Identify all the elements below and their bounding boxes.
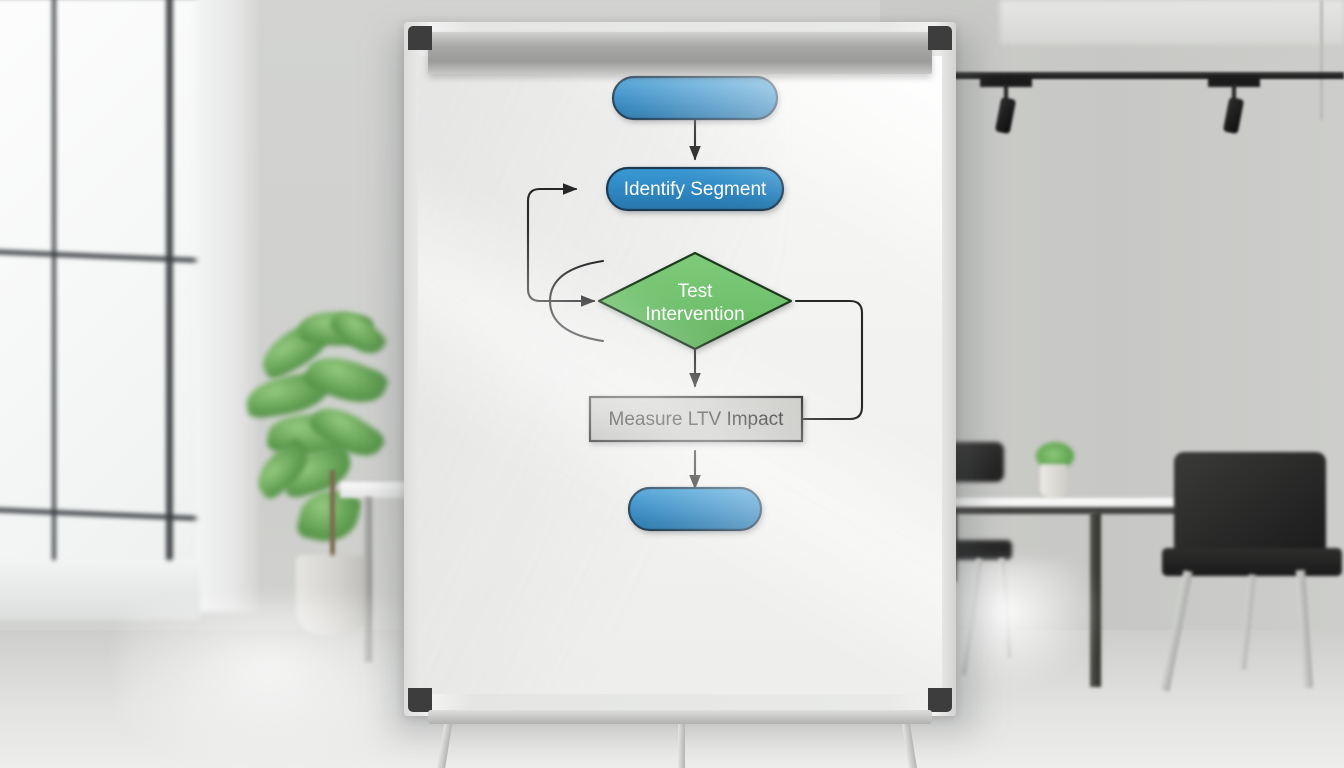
- node-test-intervention-label-line2: Intervention: [645, 304, 744, 325]
- ceiling: [1000, 0, 1344, 44]
- left-table-leg: [364, 497, 372, 662]
- board-corner-bottom-right: [928, 688, 952, 712]
- edge-test-to-segment-loop: [526, 183, 578, 303]
- window-reveal: [196, 0, 258, 612]
- node-measure-ltv-impact-label: Measure LTV Impact: [609, 409, 785, 430]
- node-end[interactable]: [627, 486, 763, 532]
- easel-leg: [678, 712, 685, 768]
- board-surface[interactable]: Identify Segment Test Intervention Measu…: [418, 56, 942, 694]
- board-corner-top-left: [408, 26, 432, 50]
- flowchart: Identify Segment Test Intervention Measu…: [526, 75, 864, 532]
- sunlight-pool: [120, 600, 450, 768]
- wall-seam: [1320, 0, 1323, 120]
- chair-right-back: [1174, 452, 1326, 564]
- node-start[interactable]: [611, 75, 779, 121]
- chair-left-seat: [940, 540, 1012, 560]
- node-identify-segment[interactable]: Identify Segment: [605, 166, 785, 212]
- meeting-table-top: [940, 498, 1208, 514]
- board-corner-top-right: [928, 26, 952, 50]
- board-bottom-rail: [428, 710, 932, 724]
- edge-measure-to-test-loop: [794, 299, 864, 421]
- node-measure-ltv-impact[interactable]: Measure LTV Impact: [588, 395, 804, 443]
- paper-clamp-bar[interactable]: [428, 32, 932, 74]
- node-test-intervention[interactable]: Test Intervention: [597, 251, 793, 351]
- desk-succulent-pot: [1040, 464, 1068, 498]
- office-window: [0, 0, 223, 592]
- node-identify-segment-label: Identify Segment: [624, 179, 767, 200]
- whiteboard-easel[interactable]: Identify Segment Test Intervention Measu…: [404, 22, 956, 724]
- board-corner-bottom-left: [408, 688, 432, 712]
- node-test-intervention-label-line1: Test: [678, 281, 714, 302]
- sunlight-pool: [940, 560, 1100, 690]
